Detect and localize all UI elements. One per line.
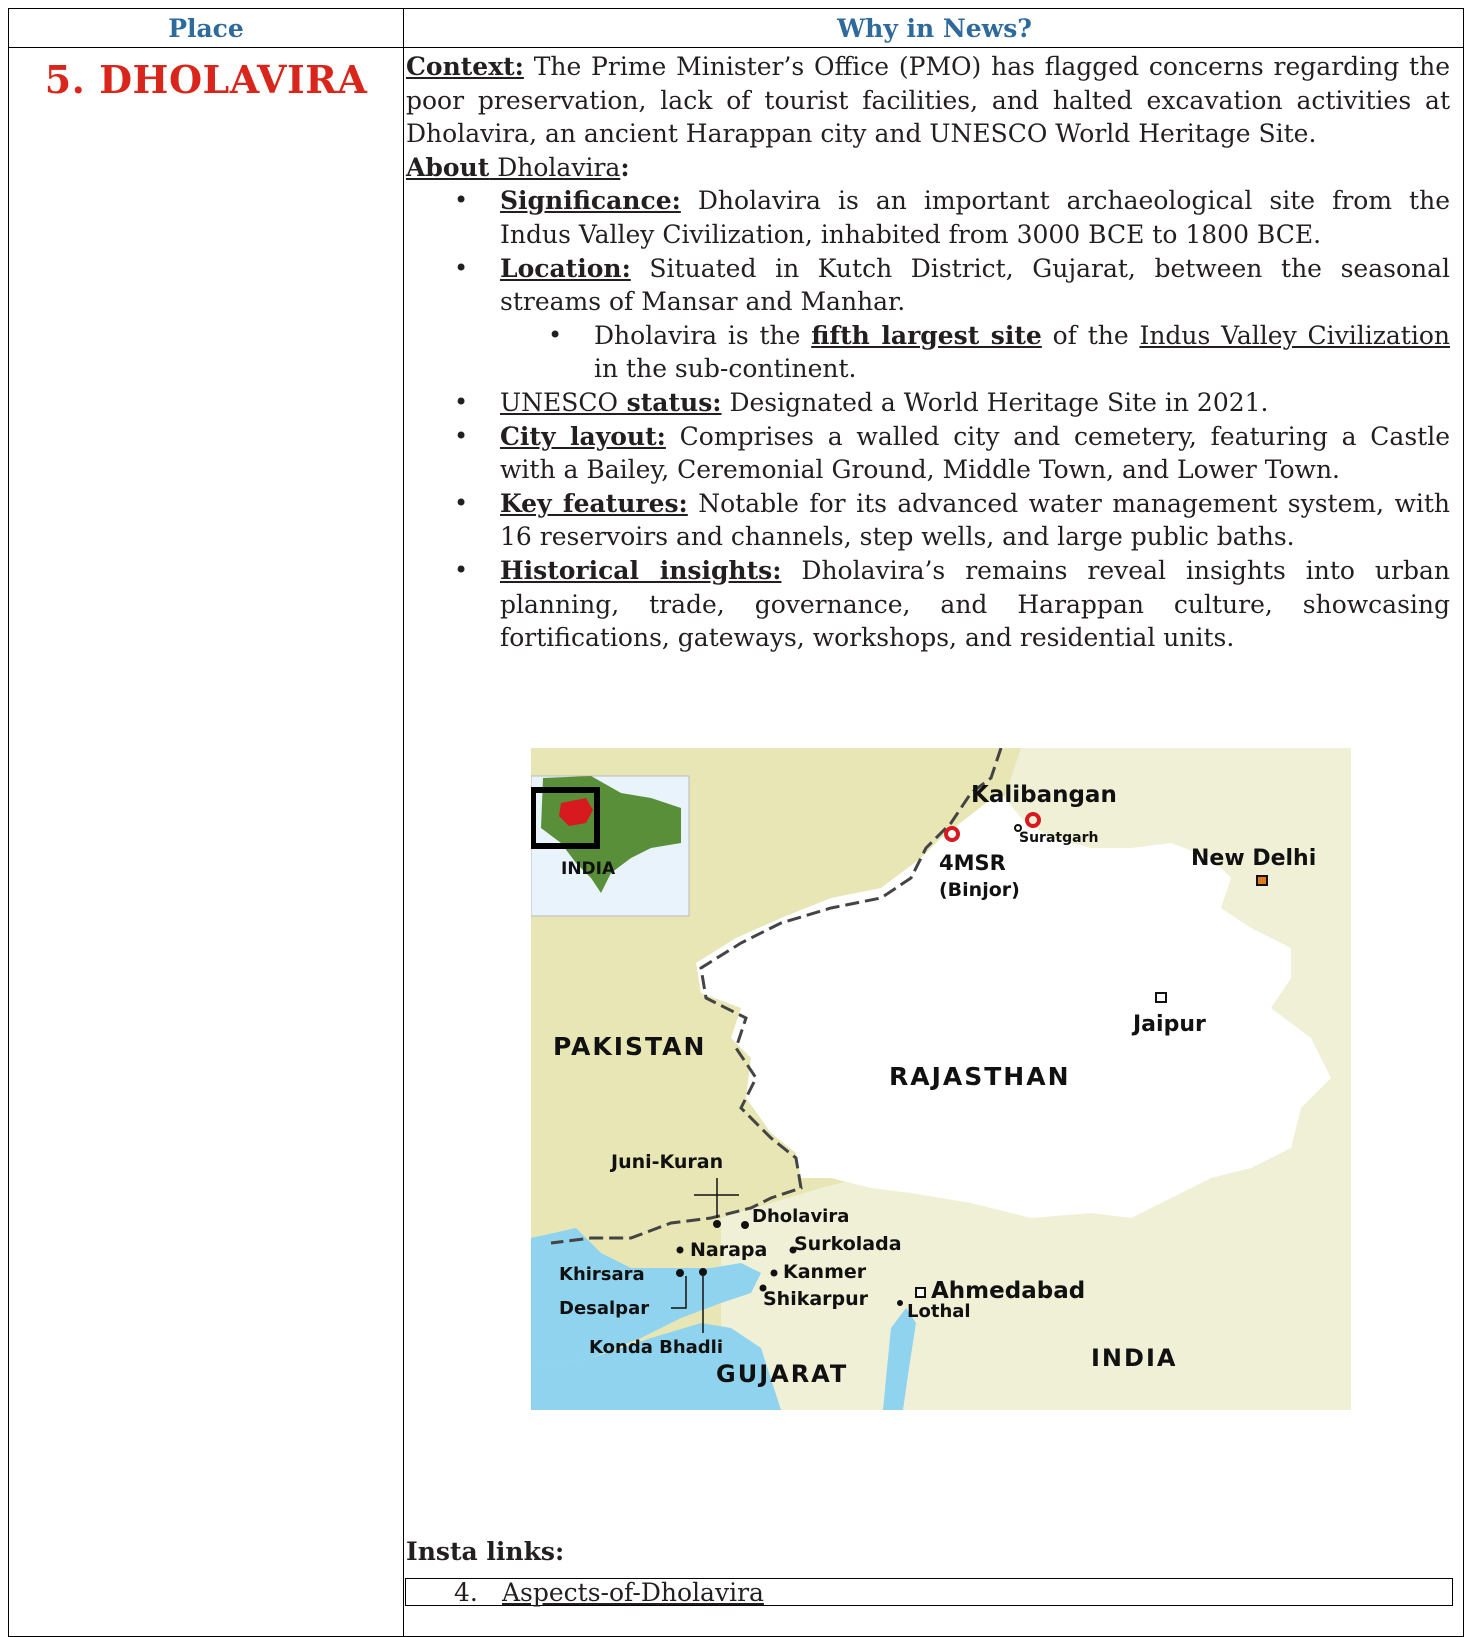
city-layout-label: City layout: <box>500 421 666 451</box>
india-label: INDIA <box>1091 1344 1177 1372</box>
place-name: 5. DHOLAVIRA <box>44 57 368 102</box>
list-item-unesco: UNESCO status: Designated a World Herita… <box>454 386 1450 420</box>
jaipur-marker <box>1155 992 1167 1003</box>
new-delhi-label: New Delhi <box>1191 846 1316 871</box>
header-divider <box>9 47 1463 48</box>
sub-mid: of the <box>1041 320 1140 350</box>
map-inset-label: INDIA <box>561 859 616 879</box>
rajasthan-label: RAJASTHAN <box>889 1062 1071 1091</box>
map-svg: INDIA Kalibangan Suratgarh 4MSR (Binjor)… <box>531 748 1351 1410</box>
significance-label: Significance: <box>500 186 681 216</box>
khirsara-marker <box>676 1269 684 1277</box>
historical-insights-text: Dholavira’s remains reveal insights into… <box>500 555 1450 653</box>
surkolada-label: Surkolada <box>794 1233 902 1255</box>
lothal-label: Lothal <box>907 1301 971 1322</box>
shikarpur-label: Shikarpur <box>763 1288 869 1310</box>
city-layout-text: Comprises a walled city and cemetery, fe… <box>500 421 1450 485</box>
map-sea-southwest <box>531 1323 781 1410</box>
kalibangan-label: Kalibangan <box>971 782 1117 808</box>
news-content: Context: The Prime Minister’s Office (PM… <box>406 50 1450 655</box>
sub-pre: Dholavira is the <box>594 320 812 350</box>
unesco-text: Designated a World Heritage Site in 2021… <box>721 387 1269 417</box>
suratgarh-marker <box>1014 824 1022 832</box>
ahmedabad-label: Ahmedabad <box>931 1278 1085 1304</box>
significance-text: Dholavira is an important archaeological… <box>500 186 1450 249</box>
context-label: Context: <box>406 52 524 81</box>
list-item-fifth-largest: Dholavira is the fifth largest site of t… <box>548 319 1450 386</box>
lothal-marker <box>897 1300 903 1306</box>
historical-insights-label: Historical insights: <box>500 555 782 585</box>
fifth-largest-site: fifth largest site <box>811 320 1042 350</box>
about-colon: : <box>620 152 630 182</box>
new-delhi-marker <box>1256 875 1268 886</box>
kanmer-marker <box>770 1269 778 1277</box>
unesco-label-bold: status: <box>617 387 722 417</box>
desalpar-label: Desalpar <box>559 1298 649 1319</box>
narapa-marker <box>676 1246 684 1254</box>
gujarat-label: GUJARAT <box>716 1360 848 1388</box>
context-paragraph: Context: The Prime Minister’s Office (PM… <box>406 50 1450 151</box>
insta-link-aspects-of-dholavira[interactable]: Aspects-of-Dholavira <box>502 1578 764 1607</box>
about-heading: About Dholavira: <box>406 151 1450 185</box>
narapa-label: Narapa <box>690 1239 767 1261</box>
map-gulf-khambhat <box>883 1308 916 1410</box>
juni-kuran-pointer <box>694 1178 739 1218</box>
jaipur-label: Jaipur <box>1131 1012 1206 1037</box>
kanmer-label: Kanmer <box>783 1261 867 1283</box>
kalibangan-marker <box>1025 812 1041 828</box>
map-inset-rajasthan <box>559 798 593 826</box>
location-label: Location: <box>500 253 631 283</box>
list-item-historical-insights: Historical insights: Dholavira’s remains… <box>454 554 1450 655</box>
dholavira-label: Dholavira <box>752 1206 849 1227</box>
ahmedabad-marker <box>915 1287 926 1298</box>
unesco-label-plain: UNESCO <box>500 387 618 417</box>
location-sublist: Dholavira is the fifth largest site of t… <box>500 319 1450 386</box>
context-text: The Prime Minister’s Office (PMO) has fl… <box>406 52 1450 149</box>
konda-bhadli-label: Konda Bhadli <box>589 1337 723 1358</box>
shikarpur-marker <box>759 1284 767 1292</box>
pakistan-label: PAKISTAN <box>553 1032 706 1061</box>
list-item-key-features: Key features: Notable for its advanced w… <box>454 487 1451 554</box>
map-rajasthan-area <box>696 793 1331 1218</box>
list-item-location: Location: Situated in Kutch District, Gu… <box>454 252 1450 386</box>
key-features-label: Key features: <box>500 488 688 518</box>
about-label-bold: About <box>406 152 490 182</box>
insta-links-title: Insta links: <box>406 1537 565 1566</box>
header-why-in-news: Why in News? <box>837 14 1032 43</box>
binjor-marker <box>944 826 960 842</box>
about-label-rest: Dholavira <box>489 152 621 182</box>
list-item-significance: Significance: Dholavira is an important … <box>454 184 1450 251</box>
insta-link-number: 4. <box>454 1578 478 1607</box>
list-item-city-layout: City layout: Comprises a walled city and… <box>454 420 1450 487</box>
suratgarh-label: Suratgarh <box>1019 830 1098 846</box>
surkolada-marker <box>789 1246 797 1254</box>
key-features-text: Notable for its advanced water managemen… <box>500 488 1451 552</box>
insta-links-list: 4. Aspects-of-Dholavira <box>405 1578 1453 1606</box>
desalpar-pointer <box>671 1276 687 1309</box>
column-divider <box>403 9 404 1636</box>
about-list: Significance: Dholavira is an important … <box>406 184 1450 654</box>
map-inset-highlight-box <box>531 787 600 849</box>
location-text: Situated in Kutch District, Gujarat, bet… <box>500 253 1450 317</box>
harappan-sites-map: INDIA Kalibangan Suratgarh 4MSR (Binjor)… <box>531 748 1351 1410</box>
binjor-label: (Binjor) <box>939 879 1020 901</box>
indus-valley-link[interactable]: Indus Valley Civilization <box>1139 320 1450 350</box>
juni-kuran-label: Juni-Kuran <box>609 1151 723 1173</box>
khirsara-label: Khirsara <box>559 1264 645 1285</box>
4msr-label: 4MSR <box>939 851 1006 875</box>
map-sea-west <box>531 1228 761 1368</box>
dholavira-marker <box>741 1221 749 1229</box>
sub-post: in the sub-continent. <box>594 354 857 384</box>
header-place: Place <box>168 14 244 43</box>
konda-bhadli-marker <box>699 1268 707 1276</box>
juni-kuran-marker <box>713 1220 721 1228</box>
